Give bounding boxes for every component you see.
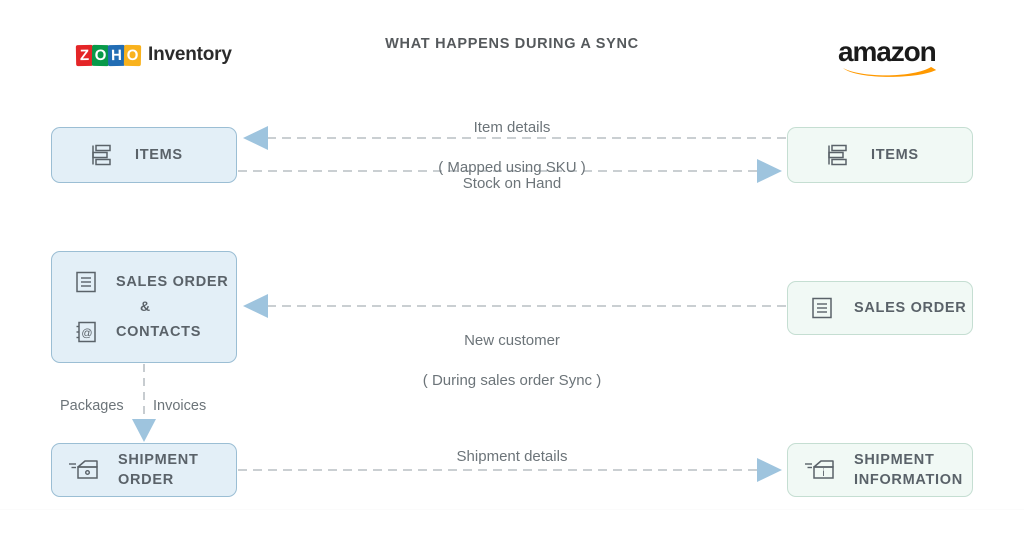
sales-order-contents: SALES ORDER & @ CONTACTS xyxy=(52,252,236,362)
document-icon xyxy=(810,296,834,320)
zoho-inventory-wordmark: Inventory xyxy=(148,44,232,65)
node-amazon-shipment-information-label: SHIPMENT INFORMATION xyxy=(854,452,963,488)
sales-order-row: SALES ORDER xyxy=(74,270,228,294)
amazon-smile-icon xyxy=(843,67,936,77)
node-zoho-items-label: ITEMS xyxy=(135,147,183,163)
contacts-row: @ CONTACTS xyxy=(74,320,201,344)
node-zoho-sales-order-contacts[interactable]: SALES ORDER & @ CONTACTS xyxy=(51,251,237,363)
node-amazon-items[interactable]: ITEMS xyxy=(787,127,973,183)
connector-label-new-customer-line2: ( During sales order Sync ) xyxy=(422,372,602,389)
contact-at-icon: @ xyxy=(74,320,98,344)
node-zoho-shipment-order-label: SHIPMENT ORDER xyxy=(118,452,199,488)
connector-label-stock-on-hand: Stock on Hand xyxy=(462,175,562,192)
node-amazon-sales-order-label: SALES ORDER xyxy=(854,300,967,316)
node-amazon-items-label: ITEMS xyxy=(871,147,919,163)
node-zoho-shipment-order[interactable]: SHIPMENT ORDER xyxy=(51,443,237,497)
connector-label-item-details-line2: ( Mapped using SKU ) xyxy=(438,159,586,176)
zoho-inventory-logo: Z O H O Inventory xyxy=(75,42,232,68)
connector-label-shipment-details: Shipment details xyxy=(456,448,568,465)
connector-label-new-customer: New customer ( During sales order Sync ) xyxy=(383,311,641,411)
svg-text:i: i xyxy=(822,468,824,479)
connector-label-item-details-line1: Item details xyxy=(473,119,551,136)
connector-label-item-details: Item details ( Mapped using SKU ) xyxy=(383,98,641,198)
shipment-box-icon xyxy=(68,456,102,484)
svg-text:@: @ xyxy=(81,328,92,340)
items-icon xyxy=(824,142,850,168)
connector-label-packages: Packages xyxy=(60,398,124,414)
connector-label-invoices: Invoices xyxy=(153,398,207,414)
connector-label-new-customer-line1: New customer xyxy=(464,332,560,349)
node-zoho-sales-order-label: SALES ORDER xyxy=(116,274,229,290)
bottom-divider xyxy=(0,509,1024,510)
amazon-wordmark: amazon xyxy=(838,36,937,67)
node-zoho-items[interactable]: ITEMS xyxy=(51,127,237,183)
items-icon xyxy=(88,142,114,168)
amazon-logo: amazon xyxy=(838,38,942,78)
node-amazon-sales-order[interactable]: SALES ORDER xyxy=(787,281,973,335)
node-zoho-contacts-label: CONTACTS xyxy=(116,324,202,340)
shipment-info-box-icon: i xyxy=(804,456,838,484)
node-amazon-shipment-information[interactable]: i SHIPMENT INFORMATION xyxy=(787,443,973,497)
node-zoho-sales-ampersand: & xyxy=(139,298,151,314)
document-icon xyxy=(74,270,98,294)
page-title: WHAT HAPPENS DURING A SYNC xyxy=(385,36,639,52)
